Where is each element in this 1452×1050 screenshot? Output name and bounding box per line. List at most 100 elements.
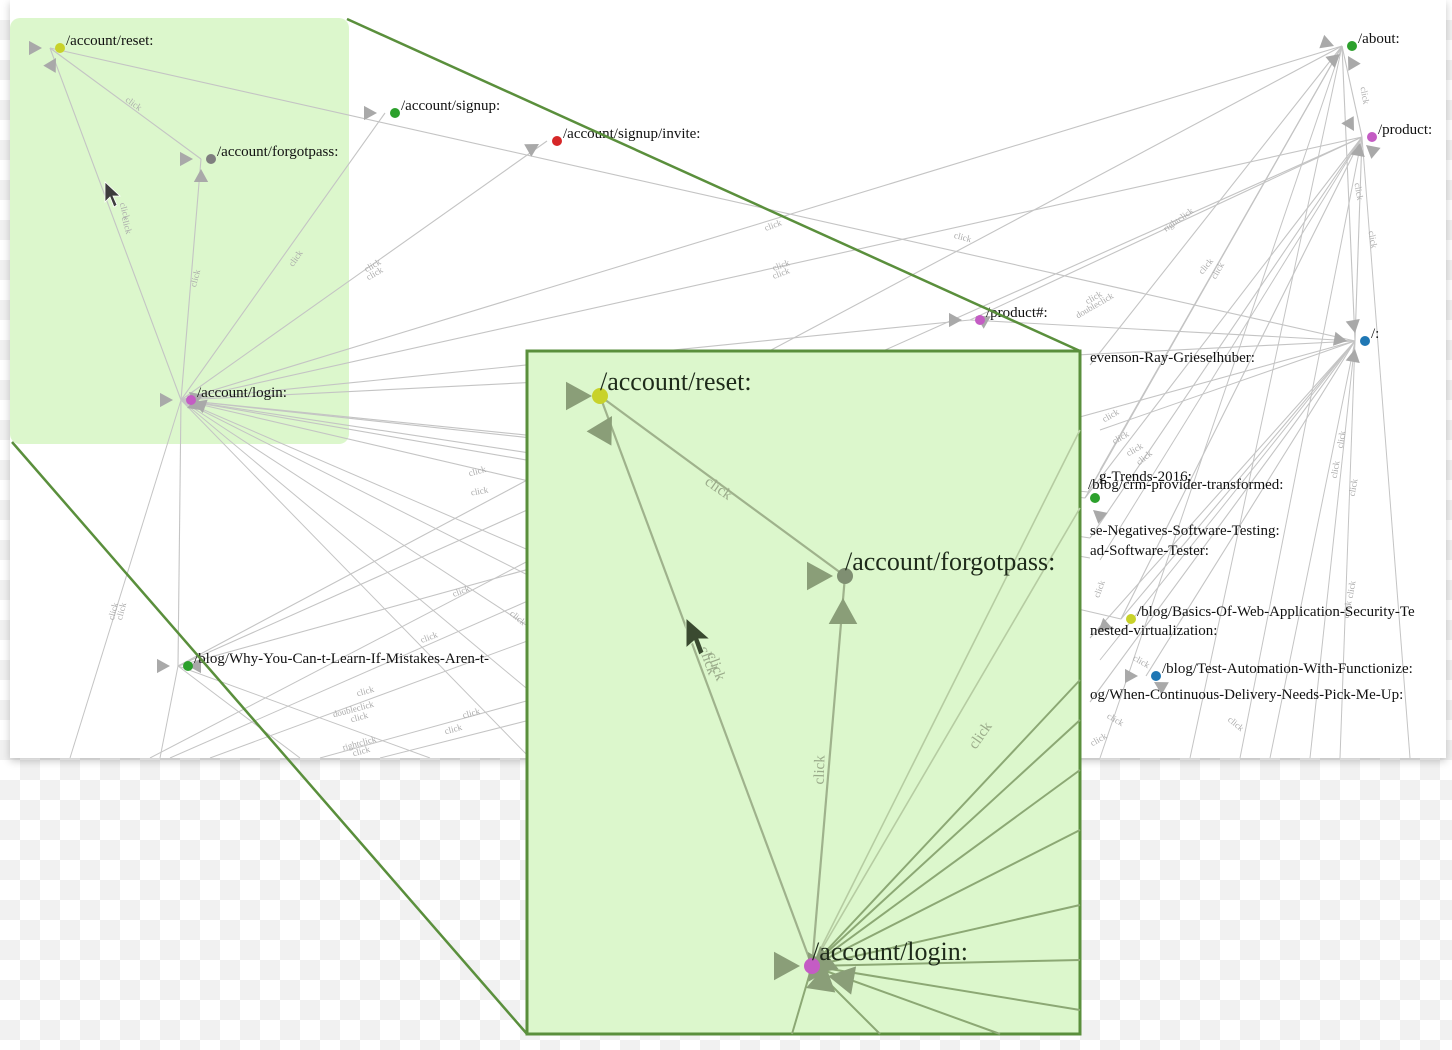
graph-edge [1120,136,1363,620]
zoom-edge [810,575,847,967]
edge-label: click [470,485,489,498]
arrowhead [1098,617,1113,632]
graph-edge [69,399,182,758]
edge-label: click [1341,600,1354,619]
edge-label: click [349,710,369,724]
graph-node-mistakes[interactable] [183,661,193,671]
graph-edge [180,112,386,401]
zoom-edge [811,719,1081,967]
graph-node-forgot[interactable] [206,154,216,164]
graph-edge [1309,340,1356,758]
zoom-edge [811,507,1081,967]
arrowhead [1350,143,1365,158]
arrowhead [180,151,193,167]
edge-label: click [1347,478,1360,497]
edge-label: click [351,744,371,758]
graph-node-reset[interactable] [55,43,65,53]
graph-edge [969,319,1356,342]
edge-label: click [120,215,134,235]
graph-edge [1145,340,1356,677]
zoom-node-reset [592,388,608,404]
graph-edge [149,559,531,758]
zoom-edge [811,904,1081,967]
node-label-nested: nested-virtualization: [1090,623,1217,639]
graph-edge [1239,136,1363,758]
edge-label: click [188,268,202,288]
graph-edge [1089,136,1363,539]
graph-node-about[interactable] [1347,41,1357,51]
zoom-arrowhead [806,965,836,993]
highlight-region [10,18,349,444]
zoom-inset-frame [525,349,1082,1036]
node-label-basics: /blog/Basics-Of-Web-Application-Security… [1137,604,1415,620]
graph-node-product[interactable] [1367,132,1377,142]
edge-label: click [114,601,128,621]
edge-label: click [1367,230,1380,249]
arrowhead [193,399,208,414]
arrowhead [157,658,170,674]
graph-edge [1089,340,1356,703]
graph-edge [1361,136,1411,758]
graph-edge [1089,340,1356,639]
arrowhead [29,40,42,56]
zoom-node-login [804,958,820,974]
node-label-negatives: se-Negatives-Software-Testing: [1090,523,1280,539]
arrowhead [160,392,173,408]
node-label-login: /account/login: [197,385,287,401]
zoom-arrowhead [807,561,833,591]
zoom-edge [598,395,814,967]
graph-edge [1084,136,1363,499]
arrowhead [1319,34,1334,49]
graph-edge [1099,45,1343,758]
graph-node-signup[interactable] [390,108,400,118]
graph-edge [1189,45,1343,758]
graph-edge [1099,340,1356,661]
graph-edge [180,136,1363,401]
graph-node-functionize[interactable] [1151,671,1161,681]
edge-label: click [1335,430,1348,449]
zoom-arrowhead [828,598,858,624]
node-label-reset: /account/reset: [66,33,153,49]
arrowhead [1125,668,1138,684]
node-label-trends: g-Trends-2016: [1099,469,1192,485]
mouse-pointer-icon [685,616,712,656]
zoom-edge [811,429,1081,967]
node-label-product: /product: [1378,122,1432,138]
zoom-connector-bottom [11,441,528,1035]
zoom-arrowhead [566,381,592,411]
zoom-arrowhead [586,416,612,446]
zoom-edge [811,769,1081,967]
arrowhead [1345,318,1360,333]
arrowhead [1093,510,1108,524]
graph-edge [319,699,531,758]
graph-node-login[interactable] [186,395,196,405]
node-label-root: /: [1371,326,1379,342]
node-label-producthash: /product#: [986,305,1048,321]
edge-label: click [443,722,463,736]
zoom-node-label-login: /account/login: [812,937,968,966]
zoom-connector-top [346,17,1081,353]
graph-node-producthash[interactable] [975,315,985,325]
graph-edge [169,599,531,758]
node-label-about: /about: [1358,31,1400,47]
graph-edge [177,399,182,667]
edge-label: click [118,201,132,221]
graph-edge [209,639,531,758]
graph-node-invite[interactable] [552,136,562,146]
graph-node-root[interactable] [1360,336,1370,346]
graph-edge [49,47,1356,342]
edge-label: click [106,601,120,621]
graph-edge [180,399,531,758]
graph-node-trends[interactable] [1090,493,1100,503]
graph-edge [1099,136,1363,561]
arrowhead [1366,145,1381,159]
arrowhead [1341,116,1354,131]
node-label-signup: /account/signup: [401,98,500,114]
edge-label: click [461,706,481,720]
zoom-edge [599,395,846,577]
arrowhead [364,105,377,121]
graph-node-basics[interactable] [1126,614,1136,624]
zoom-node-label-reset: /account/reset: [600,367,752,396]
